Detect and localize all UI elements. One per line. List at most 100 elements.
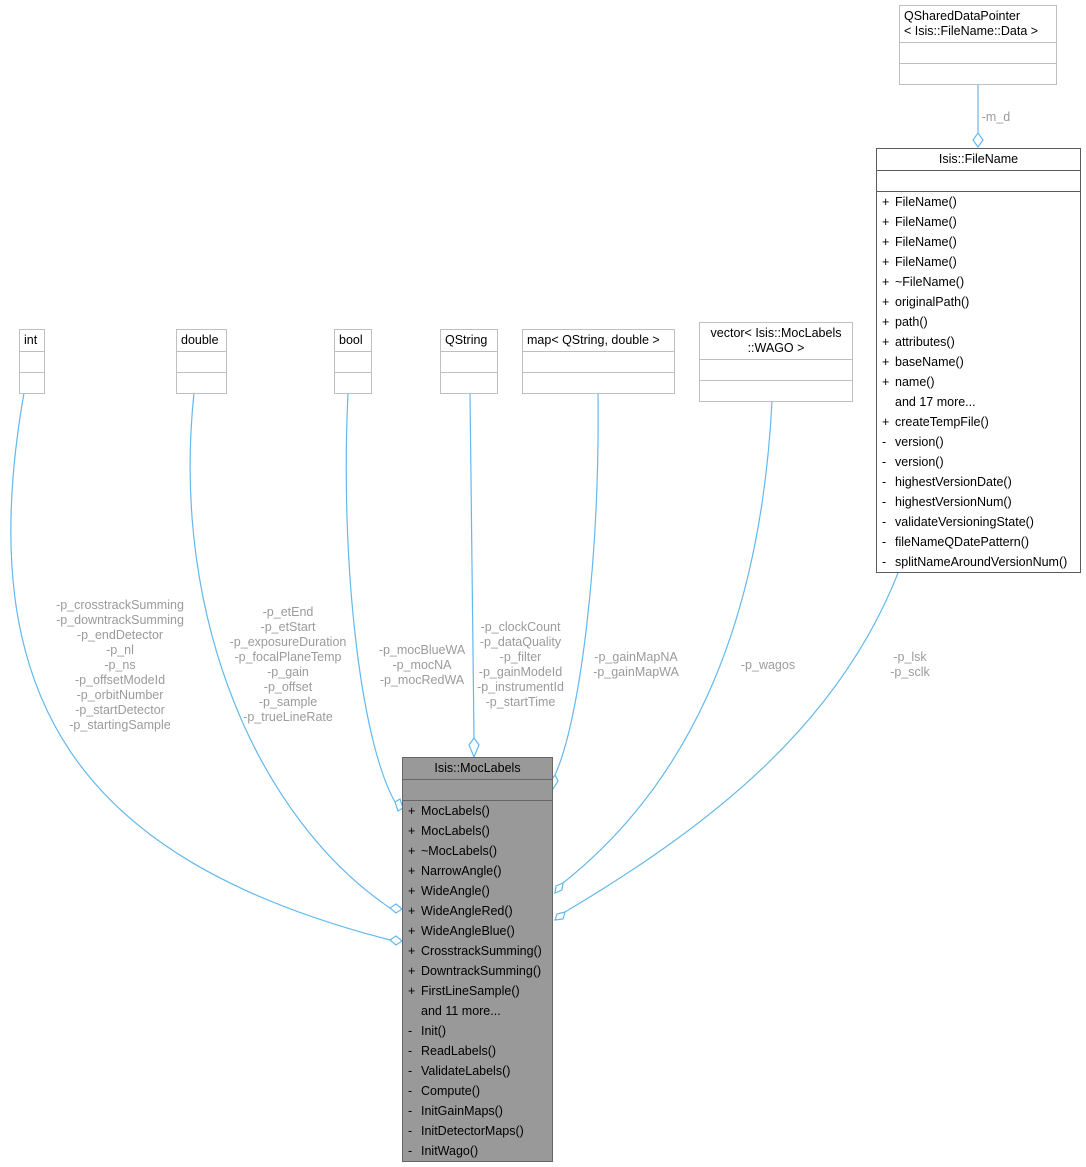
class-qstring[interactable]: QString: [440, 329, 498, 394]
member-method[interactable]: + ~MocLabels(): [403, 841, 552, 861]
visibility-marker: +: [408, 964, 416, 978]
member-name: ValidateLabels(): [421, 1064, 511, 1078]
edge-label-line: -p_wagos: [740, 658, 796, 672]
edge-bool: [345, 392, 396, 803]
member-method[interactable]: -version(): [877, 452, 1080, 472]
member-method[interactable]: -ReadLabels(): [403, 1041, 552, 1061]
class-title: map< QString, double >: [523, 330, 674, 352]
class-isis-filename[interactable]: Isis::FileName +FileName()+FileName()+Fi…: [876, 148, 1081, 573]
member-name: and 17 more...: [895, 395, 976, 409]
visibility-marker: -: [408, 1144, 413, 1158]
member-method[interactable]: +~FileName(): [877, 272, 1080, 292]
class-vector[interactable]: vector< Isis::MocLabels ::WAGO >: [699, 322, 853, 402]
class-title: bool: [335, 330, 371, 352]
visibility-marker: +: [408, 884, 416, 898]
edge-label-line: -p_offset: [263, 680, 313, 694]
member-method[interactable]: +originalPath(): [877, 292, 1080, 312]
class-bool[interactable]: bool: [334, 329, 372, 394]
visibility-marker: +: [408, 864, 416, 878]
member-method[interactable]: -splitNameAroundVersionNum(): [877, 552, 1080, 572]
member-name: WideAngle(): [421, 884, 490, 898]
visibility-marker: +: [882, 235, 890, 249]
member-method[interactable]: +WideAngleBlue(): [403, 921, 552, 941]
edge-label-bool: -p_mocBlueWA-p_mocNA-p_mocRedWA: [372, 643, 472, 688]
edge-label-int: -p_crosstrackSumming-p_downtrackSumming-…: [40, 598, 200, 733]
member-method[interactable]: -ValidateLabels(): [403, 1061, 552, 1081]
visibility-marker: +: [882, 295, 890, 309]
member-method[interactable]: -InitGainMaps(): [403, 1101, 552, 1121]
edge-label-line: -p_sample: [258, 695, 318, 709]
member-method[interactable]: +path(): [877, 312, 1080, 332]
class-title: Isis::MocLabels: [403, 758, 552, 780]
member-name: and 11 more...: [421, 1004, 501, 1018]
class-qshareddatapointer[interactable]: QSharedDataPointer < Isis::FileName::Dat…: [899, 5, 1057, 85]
member-method[interactable]: -fileNameQDatePattern(): [877, 532, 1080, 552]
member-name: FileName(): [895, 215, 957, 229]
edge-double: [189, 392, 391, 909]
member-method[interactable]: +MocLabels(): [403, 801, 552, 821]
edge-label-line: -p_endDetector: [76, 628, 164, 642]
class-double[interactable]: double: [176, 329, 227, 394]
diamond-double: [388, 903, 404, 914]
edge-label-line: -p_mocRedWA: [379, 673, 465, 687]
member-method[interactable]: +CrosstrackSumming(): [403, 941, 552, 961]
visibility-marker: -: [882, 455, 887, 469]
visibility-marker: +: [882, 375, 890, 389]
member-name: Init(): [421, 1024, 446, 1038]
member-method[interactable]: +WideAngleRed(): [403, 901, 552, 921]
member-name: FileName(): [895, 195, 957, 209]
member-method[interactable]: -highestVersionDate(): [877, 472, 1080, 492]
class-title: int: [20, 330, 44, 352]
member-name: createTempFile(): [895, 415, 989, 429]
edge-label-line: -p_instrumentId: [477, 680, 564, 694]
edge-label-line: -p_trueLineRate: [243, 710, 333, 724]
edge-label-line: -p_mocNA: [392, 658, 452, 672]
visibility-marker: -: [408, 1084, 413, 1098]
member-method[interactable]: -InitWago(): [403, 1141, 552, 1161]
diamond-vector: [554, 882, 564, 894]
member-name: MocLabels(): [421, 804, 490, 818]
member-method[interactable]: +NarrowAngle(): [403, 861, 552, 881]
member-method[interactable]: +createTempFile(): [877, 412, 1080, 432]
member-name: ~FileName(): [895, 275, 965, 289]
diamond-qshared: [972, 131, 984, 149]
edge-label-double: -p_etEnd-p_etStart-p_exposureDuration-p_…: [218, 605, 358, 725]
edge-label-line: -p_nl: [106, 643, 134, 657]
member-method[interactable]: -InitDetectorMaps(): [403, 1121, 552, 1141]
class-isis-moclabels[interactable]: Isis::MocLabels +MocLabels()+MocLabels()…: [402, 757, 553, 1162]
edge-label-line: -p_clockCount: [480, 620, 561, 634]
member-name: splitNameAroundVersionNum(): [895, 555, 1068, 569]
member-method[interactable]: +FileName(): [877, 252, 1080, 272]
more-members-link[interactable]: and 17 more...: [877, 392, 1080, 412]
class-int[interactable]: int: [19, 329, 45, 394]
member-method[interactable]: +FileName(): [877, 232, 1080, 252]
edge-label-map: -p_gainMapNA-p_gainMapWA: [586, 650, 686, 680]
visibility-marker: +: [408, 844, 416, 858]
member-method[interactable]: +baseName(): [877, 352, 1080, 372]
member-method[interactable]: +FirstLineSample(): [403, 981, 552, 1001]
member-name: fileNameQDatePattern(): [895, 535, 1030, 549]
member-name: highestVersionNum(): [895, 495, 1012, 509]
diamond-filename: [554, 911, 566, 921]
more-members-link[interactable]: and 11 more...: [403, 1001, 552, 1021]
visibility-marker: -: [882, 475, 887, 489]
member-method[interactable]: -highestVersionNum(): [877, 492, 1080, 512]
member-method[interactable]: +DowntrackSumming(): [403, 961, 552, 981]
member-method[interactable]: +name(): [877, 372, 1080, 392]
class-map[interactable]: map< QString, double >: [522, 329, 675, 394]
member-method[interactable]: + WideAngle(): [403, 881, 552, 901]
visibility-marker: +: [408, 924, 416, 938]
member-name: ~MocLabels(): [421, 844, 498, 858]
edge-label-line: -p_gainModeId: [478, 665, 563, 679]
member-method[interactable]: -version(): [877, 432, 1080, 452]
member-method[interactable]: -Init(): [403, 1021, 552, 1041]
visibility-marker: -: [882, 435, 887, 449]
member-method[interactable]: -Compute(): [403, 1081, 552, 1101]
member-name: InitGainMaps(): [421, 1104, 503, 1118]
member-method[interactable]: +attributes(): [877, 332, 1080, 352]
member-method[interactable]: -validateVersioningState(): [877, 512, 1080, 532]
member-method[interactable]: +MocLabels(): [403, 821, 552, 841]
member-method[interactable]: +FileName(): [877, 192, 1080, 212]
member-method[interactable]: +FileName(): [877, 212, 1080, 232]
class-title: QString: [441, 330, 497, 352]
